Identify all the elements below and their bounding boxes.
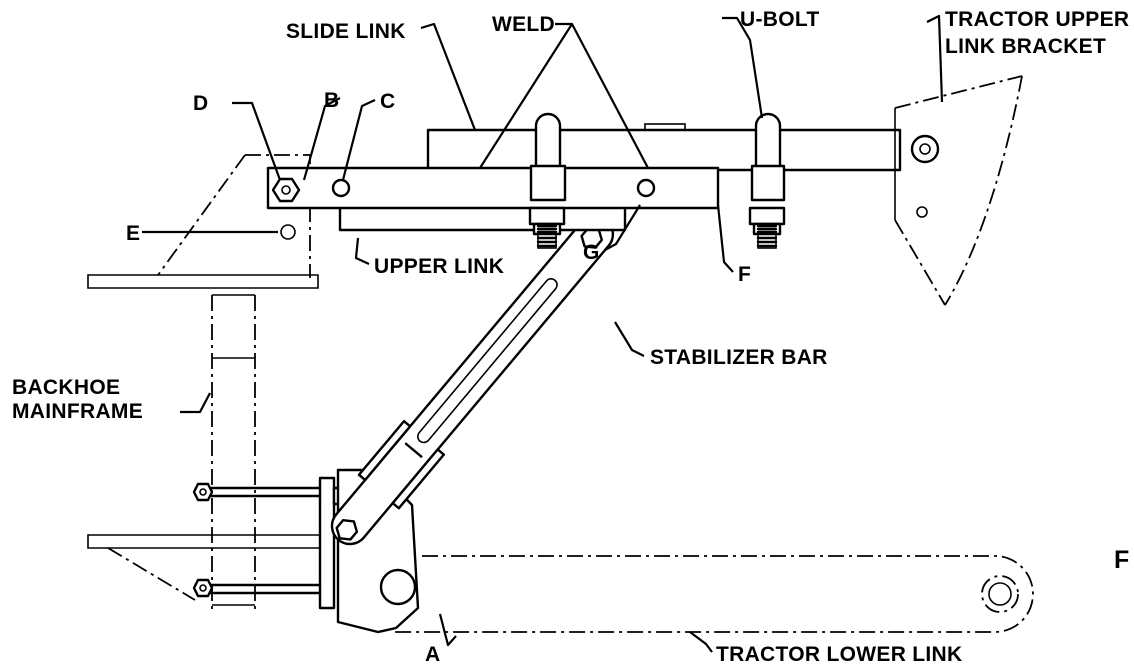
label-weld: WELD bbox=[492, 13, 555, 36]
label-upper-link: UPPER LINK bbox=[374, 255, 504, 278]
label-tractor-upper-line2: LINK BRACKET bbox=[945, 35, 1106, 58]
label-stabilizer-bar: STABILIZER BAR bbox=[650, 346, 828, 369]
label-tractor-upper-line1: TRACTOR UPPER bbox=[945, 8, 1129, 31]
label-f: F bbox=[738, 263, 751, 286]
label-e: E bbox=[126, 222, 140, 245]
tractor-upper-link-bracket bbox=[894, 75, 1023, 306]
bracket-pin bbox=[910, 134, 940, 164]
label-backhoe-line2: MAINFRAME bbox=[12, 400, 143, 423]
label-d: D bbox=[193, 92, 208, 115]
stabilizer-bar bbox=[330, 214, 615, 546]
label-backhoe-line1: BACKHOE bbox=[12, 376, 120, 399]
mounting-bracket bbox=[192, 476, 348, 610]
hole-g bbox=[636, 178, 656, 198]
hole-c bbox=[331, 178, 351, 198]
pivot-a-hole bbox=[379, 568, 417, 606]
u-bolt-left bbox=[528, 112, 567, 249]
label-a: A bbox=[425, 643, 440, 666]
u-bolt-right bbox=[748, 112, 786, 249]
label-u-bolt: U-BOLT bbox=[740, 8, 820, 31]
label-edge-letter: F bbox=[1114, 546, 1129, 574]
tractor-lower-link bbox=[395, 555, 1034, 633]
label-tractor-lower-link: TRACTOR LOWER LINK bbox=[716, 643, 963, 666]
backhoe-mainframe-outline bbox=[87, 154, 331, 612]
leader-lines bbox=[142, 14, 944, 653]
label-c: C bbox=[380, 90, 395, 113]
bolt-b bbox=[271, 177, 301, 203]
label-g: G bbox=[583, 241, 600, 264]
hole-e bbox=[280, 224, 296, 240]
upper-link-assembly bbox=[266, 123, 902, 240]
label-b: B bbox=[324, 89, 339, 112]
label-slide-link: SLIDE LINK bbox=[286, 20, 406, 43]
